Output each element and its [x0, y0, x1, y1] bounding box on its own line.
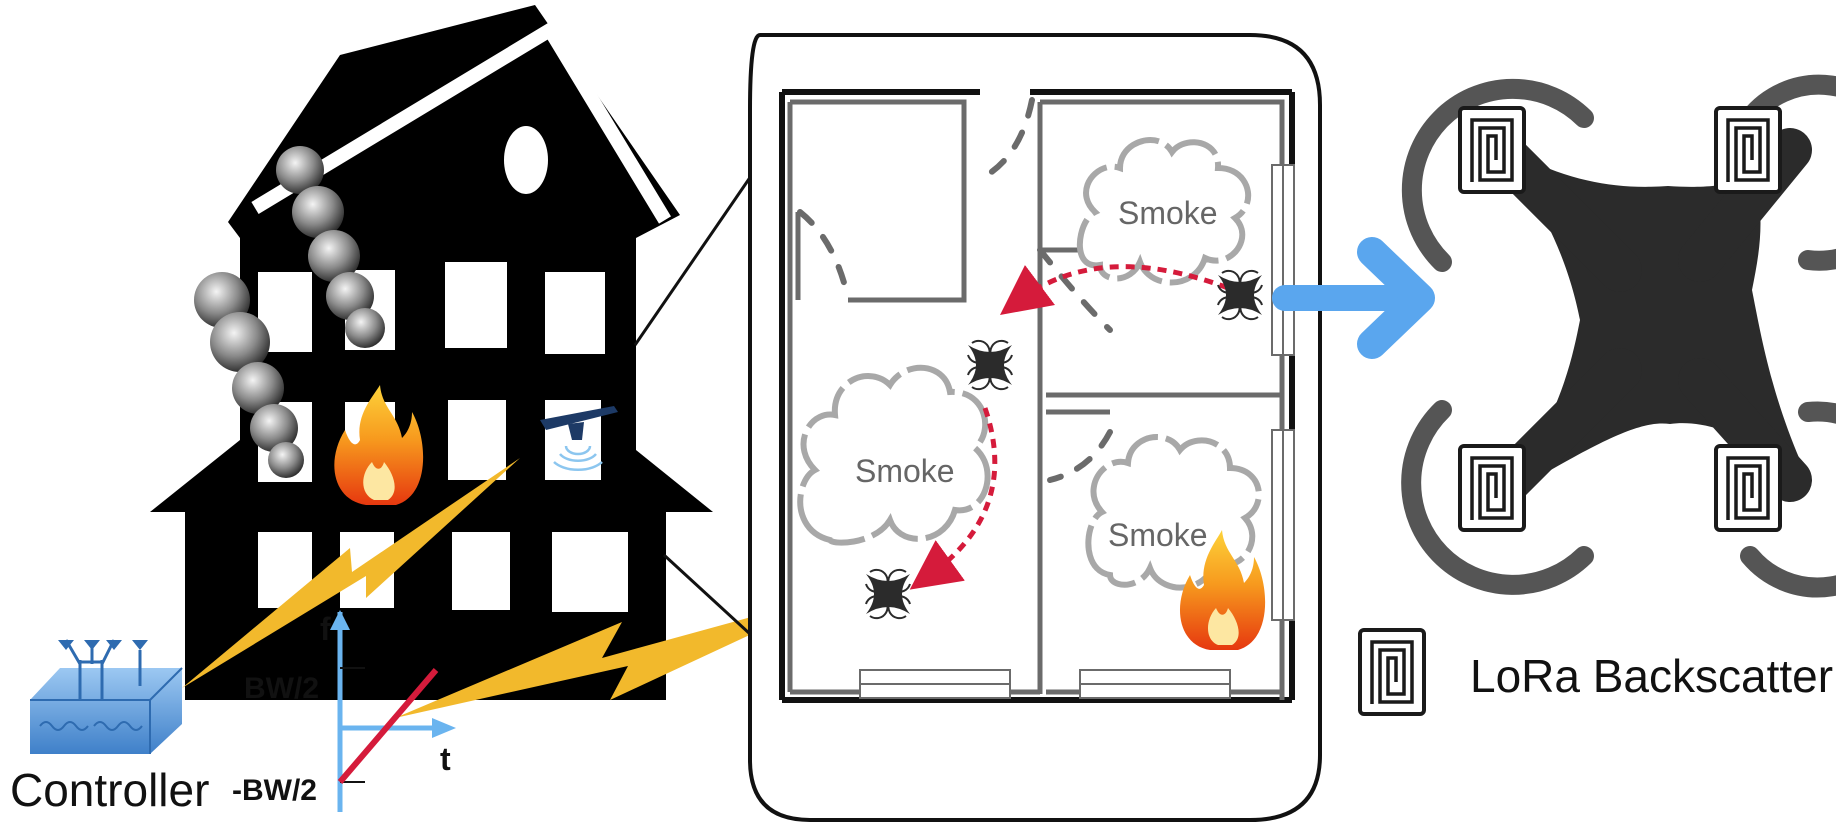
arrow-right-icon — [1272, 237, 1435, 359]
backscatter-tag-icon — [1458, 106, 1526, 194]
lightning-icon — [182, 458, 842, 718]
chirp-t-label: t — [440, 741, 451, 777]
fire-icon — [1179, 530, 1266, 650]
backscatter-tag-icon — [1714, 444, 1782, 532]
backscatter-tag-icon — [1714, 106, 1782, 194]
smoke-label-2: Smoke — [855, 453, 955, 489]
drone-flight-path — [909, 264, 1229, 590]
smoke-plume-icon — [194, 146, 385, 478]
backscatter-tag-icon — [1358, 628, 1426, 716]
zoom-lines — [633, 159, 764, 647]
smoke-cloud-1 — [1076, 137, 1252, 286]
controller-label: Controller — [10, 764, 209, 816]
fire-icon — [334, 385, 424, 505]
smoke-label-3: Smoke — [1108, 517, 1208, 553]
legend-label: LoRa Backscatter — [1470, 650, 1833, 702]
controller-icon — [30, 639, 183, 754]
chirp-bw-neg-label: -BW/2 — [232, 774, 317, 807]
smoke-cloud-2 — [797, 364, 991, 546]
drone-icon — [540, 406, 618, 472]
legend: LoRa Backscatter — [1358, 628, 1833, 716]
backscatter-tag-icon — [1458, 444, 1526, 532]
chirp-plot — [330, 610, 456, 812]
chirp-f-label: f — [320, 611, 331, 647]
smoke-label-1: Smoke — [1118, 195, 1218, 231]
floor-plan-detail: Smoke Smoke Smoke — [748, 33, 1322, 822]
drone-with-backscatter-tags — [1401, 74, 1836, 598]
chirp-bw-pos-label: BW/2 — [244, 672, 319, 705]
